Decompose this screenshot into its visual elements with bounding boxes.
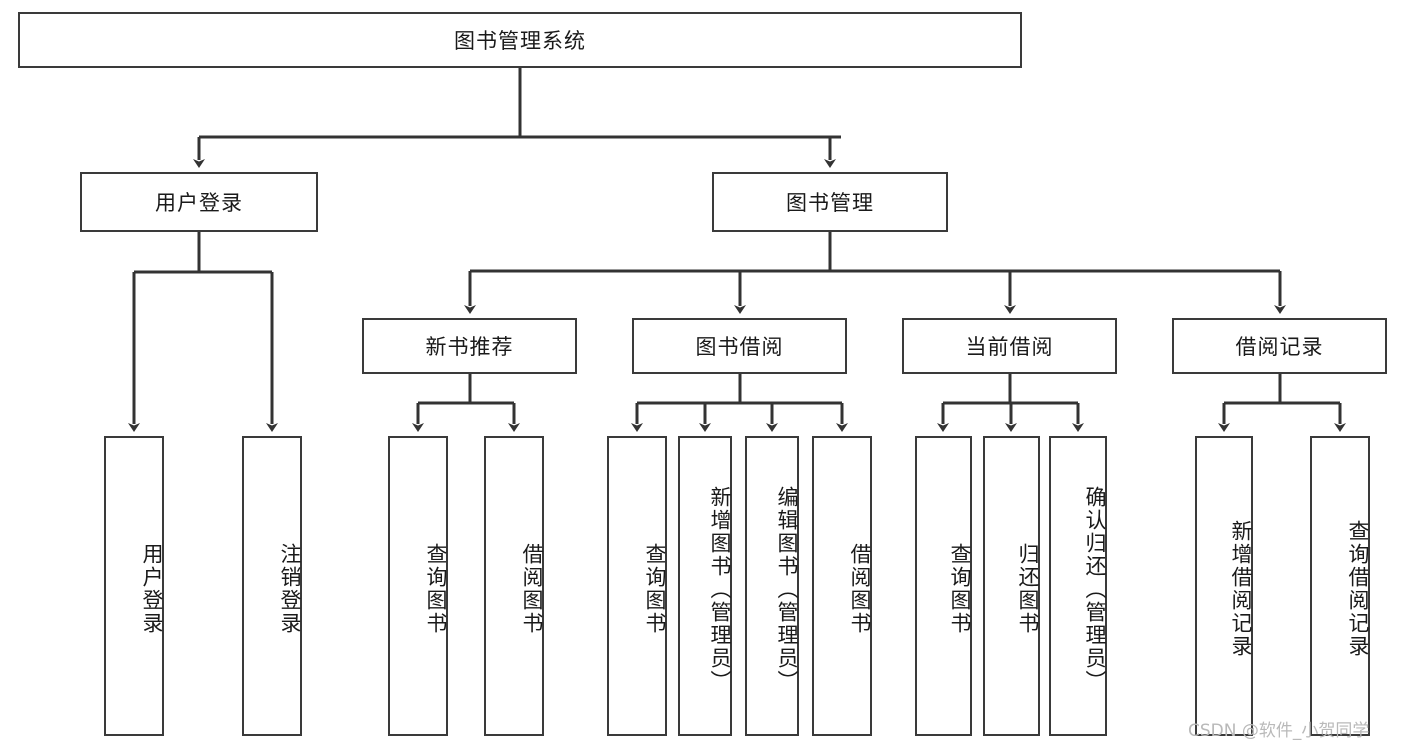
node-leaf-add-book-label: 新增图书（管理员） bbox=[708, 485, 732, 693]
node-new-book-recommend[interactable]: 新书推荐 bbox=[362, 318, 577, 374]
node-leaf-add-book[interactable]: 新增图书（管理员） bbox=[678, 436, 732, 736]
node-leaf-query-book-2[interactable]: 查询图书 bbox=[607, 436, 667, 736]
node-leaf-user-login-label: 用户登录 bbox=[140, 543, 164, 635]
node-leaf-edit-book-label: 编辑图书（管理员） bbox=[775, 485, 799, 693]
node-leaf-query-book-1[interactable]: 查询图书 bbox=[388, 436, 448, 736]
node-leaf-logout[interactable]: 注销登录 bbox=[242, 436, 302, 736]
node-current-borrow[interactable]: 当前借阅 bbox=[902, 318, 1117, 374]
node-root[interactable]: 图书管理系统 bbox=[18, 12, 1022, 68]
node-leaf-logout-label: 注销登录 bbox=[278, 543, 302, 635]
node-book-management[interactable]: 图书管理 bbox=[712, 172, 948, 232]
node-leaf-confirm-return[interactable]: 确认归还（管理员） bbox=[1049, 436, 1107, 736]
node-leaf-confirm-return-label: 确认归还（管理员） bbox=[1083, 485, 1107, 693]
node-leaf-edit-book[interactable]: 编辑图书（管理员） bbox=[745, 436, 799, 736]
node-leaf-borrow-book-2[interactable]: 借阅图书 bbox=[812, 436, 872, 736]
node-leaf-query-book-2-label: 查询图书 bbox=[643, 543, 667, 635]
node-new-book-recommend-label: 新书推荐 bbox=[425, 335, 514, 359]
node-book-borrow[interactable]: 图书借阅 bbox=[632, 318, 847, 374]
node-leaf-return-book[interactable]: 归还图书 bbox=[983, 436, 1040, 736]
node-borrow-record[interactable]: 借阅记录 bbox=[1172, 318, 1387, 374]
node-leaf-borrow-book-1[interactable]: 借阅图书 bbox=[484, 436, 544, 736]
watermark: CSDN @软件_小贺同学 bbox=[1188, 721, 1370, 741]
node-leaf-query-record[interactable]: 查询借阅记录 bbox=[1310, 436, 1370, 736]
node-leaf-borrow-book-2-label: 借阅图书 bbox=[848, 543, 872, 635]
node-book-borrow-label: 图书借阅 bbox=[695, 335, 784, 359]
node-leaf-add-record[interactable]: 新增借阅记录 bbox=[1195, 436, 1253, 736]
node-leaf-add-record-label: 新增借阅记录 bbox=[1229, 520, 1253, 658]
node-user-login-label: 用户登录 bbox=[155, 191, 243, 215]
node-leaf-user-login[interactable]: 用户登录 bbox=[104, 436, 164, 736]
node-leaf-query-record-label: 查询借阅记录 bbox=[1346, 520, 1370, 658]
node-leaf-query-book-3[interactable]: 查询图书 bbox=[915, 436, 972, 736]
node-user-login[interactable]: 用户登录 bbox=[80, 172, 318, 232]
node-borrow-record-label: 借阅记录 bbox=[1235, 335, 1324, 359]
node-current-borrow-label: 当前借阅 bbox=[965, 335, 1054, 359]
node-leaf-query-book-3-label: 查询图书 bbox=[948, 543, 972, 635]
node-book-management-label: 图书管理 bbox=[786, 191, 874, 215]
node-leaf-query-book-1-label: 查询图书 bbox=[424, 543, 448, 635]
node-leaf-return-book-label: 归还图书 bbox=[1016, 543, 1040, 635]
node-root-label: 图书管理系统 bbox=[454, 29, 586, 53]
node-leaf-borrow-book-1-label: 借阅图书 bbox=[520, 543, 544, 635]
